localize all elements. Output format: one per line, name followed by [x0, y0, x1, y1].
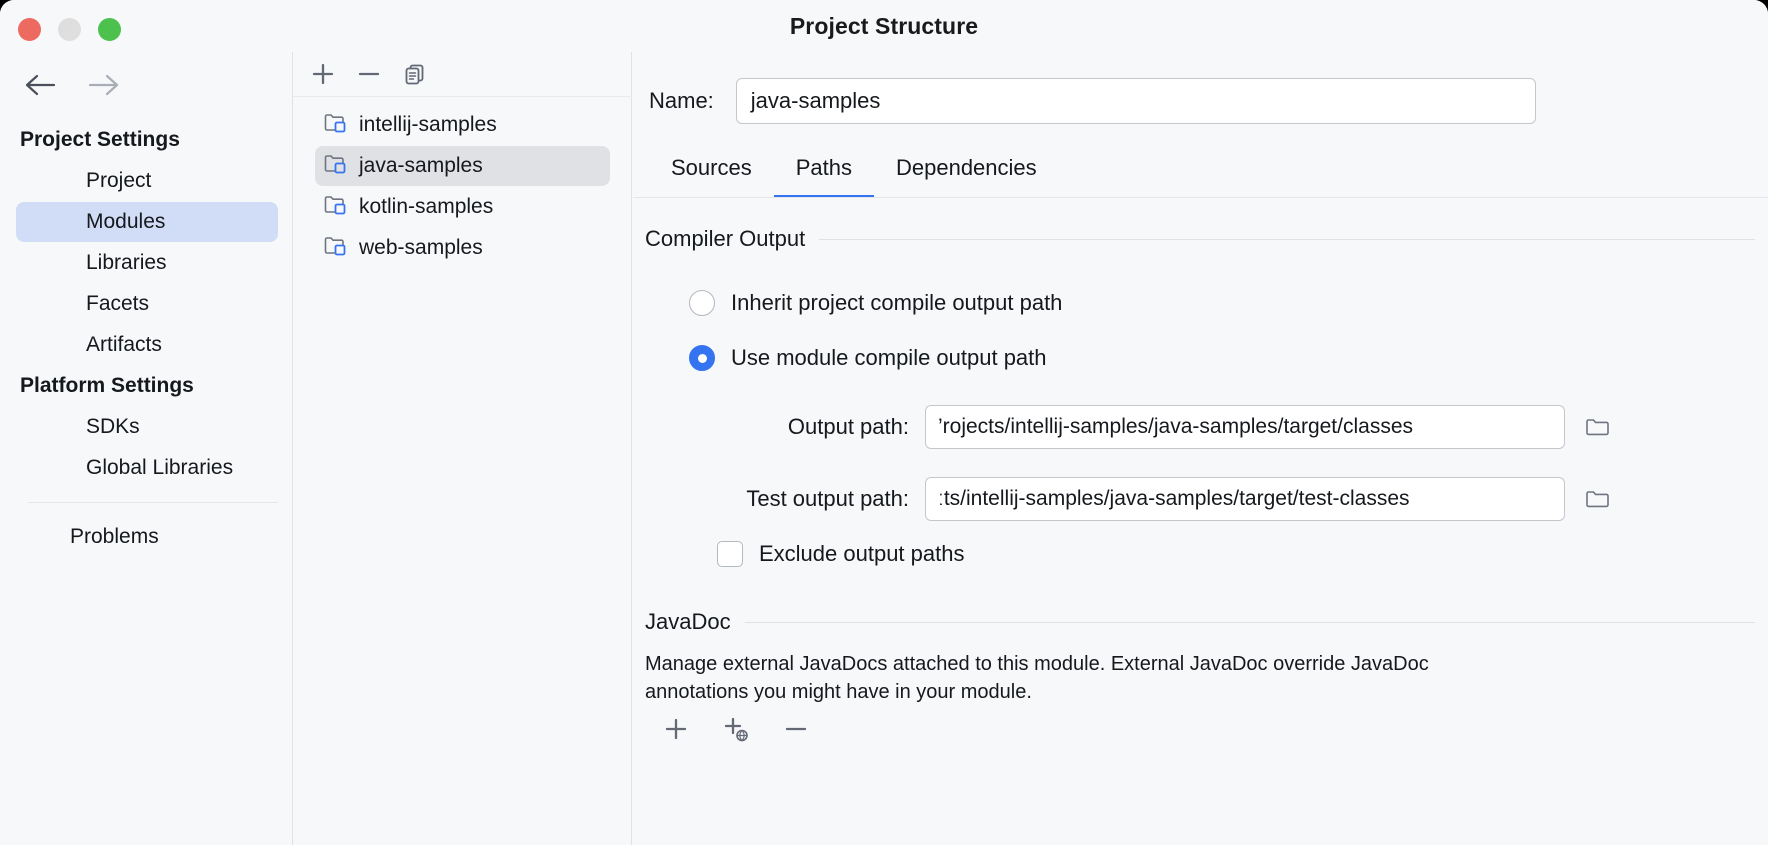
section-rule [819, 238, 1755, 240]
output-path-browse-folder-icon[interactable] [1581, 410, 1615, 444]
javadoc-description: Manage external JavaDocs attached to thi… [645, 653, 1429, 703]
output-path-input[interactable]: ’rojects/intellij-samples/java-samples/t… [925, 405, 1565, 449]
output-path-row: Output path: ’rojects/intellij-samples/j… [709, 405, 1615, 449]
module-list: intellij-samples java-samples [293, 104, 632, 269]
radio-use-module-output[interactable] [689, 345, 715, 371]
module-folder-icon [323, 110, 347, 140]
tabs-divider [633, 197, 1768, 198]
name-input[interactable]: java-samples [735, 78, 1536, 124]
plus-icon[interactable] [305, 58, 341, 90]
minimize-button[interactable] [58, 18, 81, 41]
plus-icon[interactable] [657, 712, 695, 746]
test-output-path-input[interactable]: ːts/intellij-samples/java-samples/target… [925, 477, 1565, 521]
module-item-label: web-samples [359, 236, 483, 259]
javadoc-section-header: JavaDoc [645, 609, 1755, 635]
zoom-button[interactable] [98, 18, 121, 41]
test-output-path-label: Test output path: [746, 486, 909, 511]
module-toolbar [293, 52, 632, 97]
module-detail-panel: Name: java-samples Sources Paths Depende… [633, 52, 1768, 845]
sidebar-group-project-settings: Project Settings [20, 128, 180, 151]
module-list-panel: intellij-samples java-samples [292, 52, 632, 845]
module-item-intellij-samples[interactable]: intellij-samples [315, 105, 610, 145]
settings-sidebar: Project Settings Project Modules Librari… [0, 52, 292, 845]
compiler-output-title: Compiler Output [645, 226, 806, 251]
test-output-path-browse-folder-icon[interactable] [1581, 482, 1615, 516]
module-folder-icon [323, 233, 347, 263]
module-output-radio-row[interactable]: Use module compile output path [689, 345, 1047, 371]
name-label: Name: [649, 88, 714, 113]
module-item-kotlin-samples[interactable]: kotlin-samples [315, 187, 610, 227]
section-rule [744, 621, 1755, 623]
window-title: Project Structure [789, 13, 979, 39]
test-output-path-row: Test output path: ːts/intellij-samples/j… [709, 477, 1615, 521]
module-item-label: java-samples [359, 154, 483, 177]
module-item-web-samples[interactable]: web-samples [315, 228, 610, 268]
javadoc-toolbar [657, 712, 815, 746]
plus-globe-icon[interactable] [717, 712, 755, 746]
checkbox-exclude-output-paths[interactable] [717, 541, 743, 567]
sidebar-item-modules[interactable]: Modules [16, 202, 278, 242]
sidebar-item-facets[interactable]: Facets [86, 292, 150, 315]
minus-icon[interactable] [777, 712, 815, 746]
back-arrow-icon[interactable] [24, 70, 58, 100]
module-output-label: Use module compile output path [731, 345, 1047, 370]
title-bar: Project Structure [0, 0, 1768, 52]
tab-sources[interactable]: Sources [671, 155, 752, 180]
exclude-output-paths-row[interactable]: Exclude output paths [717, 541, 964, 567]
copy-icon[interactable] [397, 58, 433, 90]
module-item-label: intellij-samples [359, 113, 497, 136]
sidebar-item-global-libraries[interactable]: Global Libraries [86, 456, 234, 479]
sidebar-divider [28, 502, 278, 503]
detail-tabs: Sources Paths Dependencies [649, 150, 1059, 198]
inherit-output-radio-row[interactable]: Inherit project compile output path [689, 290, 1062, 316]
sidebar-item-project[interactable]: Project [86, 169, 152, 192]
forward-arrow-icon[interactable] [86, 70, 120, 100]
navigation-buttons [24, 70, 120, 100]
inherit-output-label: Inherit project compile output path [731, 290, 1063, 315]
module-folder-icon [323, 192, 347, 222]
sidebar-item-artifacts[interactable]: Artifacts [86, 333, 162, 356]
exclude-output-paths-label: Exclude output paths [759, 541, 965, 566]
close-button[interactable] [18, 18, 41, 41]
module-folder-icon [323, 151, 347, 181]
sidebar-group-platform-settings: Platform Settings [20, 374, 194, 397]
compiler-output-section-header: Compiler Output [645, 226, 1755, 252]
sidebar-item-libraries[interactable]: Libraries [86, 251, 167, 274]
output-path-label: Output path: [787, 414, 909, 439]
radio-inherit-project-output[interactable] [689, 290, 715, 316]
module-item-java-samples[interactable]: java-samples [315, 146, 610, 186]
javadoc-title: JavaDoc [645, 609, 731, 634]
sidebar-list: Project Settings Project Modules Librari… [0, 120, 292, 557]
tab-dependencies[interactable]: Dependencies [895, 155, 1037, 180]
sidebar-item-problems[interactable]: Problems [70, 525, 159, 548]
module-name-row: Name: java-samples [633, 78, 1536, 124]
traffic-lights [18, 18, 121, 41]
module-item-label: kotlin-samples [359, 195, 494, 218]
minus-icon[interactable] [351, 58, 387, 90]
tab-paths[interactable]: Paths [773, 153, 874, 198]
sidebar-item-sdks[interactable]: SDKs [86, 415, 140, 438]
